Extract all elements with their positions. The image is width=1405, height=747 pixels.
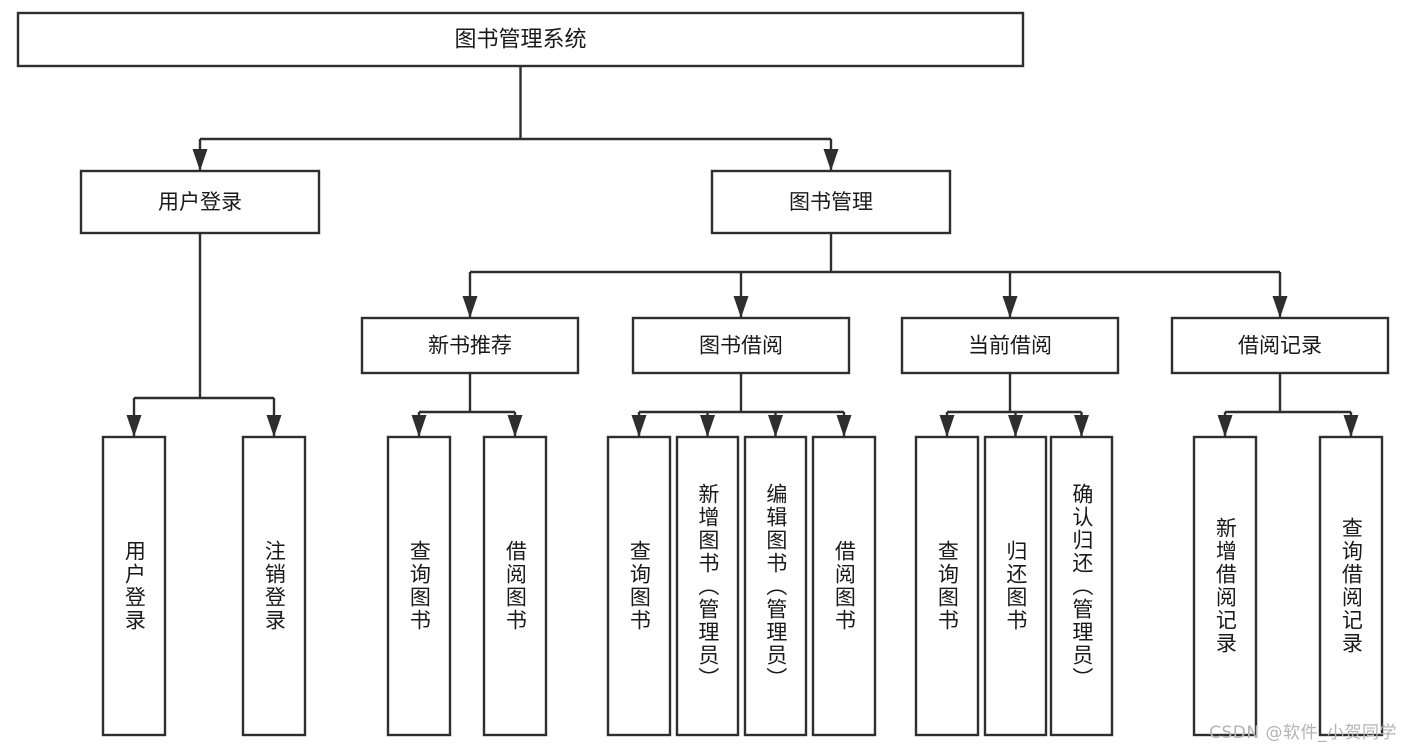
arrow-down-icon-leaf-0-0 xyxy=(411,415,427,437)
arrow-down-icon-l2-1 xyxy=(733,296,749,318)
arrow-down-icon-l2-3 xyxy=(1272,296,1288,318)
node-leaf-box-7[interactable] xyxy=(811,435,877,737)
node-level2-box-3[interactable] xyxy=(1170,316,1390,375)
arrow-down-icon-leaf-1-3 xyxy=(836,415,852,437)
node-leaf-box-6[interactable] xyxy=(743,435,808,737)
node-leaf-box-0[interactable] xyxy=(101,435,167,737)
node-level1-label-0: 用户登录 xyxy=(158,190,242,214)
node-leaf-box-10[interactable] xyxy=(1049,435,1114,737)
node-leaf-box-11[interactable] xyxy=(1192,435,1258,737)
node-root-box[interactable] xyxy=(16,11,1025,68)
node-leaf-box-8[interactable] xyxy=(914,435,980,737)
node-leaf-box-4[interactable] xyxy=(606,435,672,737)
node-level2-box-2[interactable] xyxy=(900,316,1120,375)
node-leaf-box-5[interactable] xyxy=(675,435,740,737)
node-root-label: 图书管理系统 xyxy=(454,28,586,53)
arrow-down-icon-leaf-3-1 xyxy=(1343,415,1359,437)
arrow-down-icon-ul-1 xyxy=(266,415,282,437)
csdn-watermark: CSDN @软件_小贺同学 xyxy=(1209,723,1397,743)
node-level2-label-3: 借阅记录 xyxy=(1238,334,1322,358)
node-level2-label-2: 当前借阅 xyxy=(968,334,1052,358)
node-leaf-box-9[interactable] xyxy=(983,435,1048,737)
node-leaf-box-12[interactable] xyxy=(1318,435,1384,737)
node-level1-label-1: 图书管理 xyxy=(789,190,873,214)
node-leaf-box-1[interactable] xyxy=(241,435,307,737)
node-leaf-box-3[interactable] xyxy=(482,435,548,737)
node-level2-box-1[interactable] xyxy=(631,316,851,375)
connector-layer xyxy=(126,66,1359,437)
arrow-down-icon-leaf-3-0 xyxy=(1217,415,1233,437)
arrow-down-icon-l1-0 xyxy=(192,149,208,171)
arrow-down-icon-leaf-1-0 xyxy=(631,415,647,437)
node-leaf-box-2[interactable] xyxy=(386,435,452,737)
arrow-down-icon-leaf-0-1 xyxy=(507,415,523,437)
arrow-down-icon-leaf-1-1 xyxy=(700,415,715,437)
arrow-down-icon-leaf-2-0 xyxy=(939,415,955,437)
node-level1-box-1[interactable] xyxy=(710,169,952,235)
box-layer xyxy=(16,11,1390,737)
node-level2-label-0: 新书推荐 xyxy=(428,334,512,358)
arrow-down-icon-l1-1 xyxy=(823,149,839,171)
arrow-down-icon-leaf-2-2 xyxy=(1074,415,1089,437)
arrow-down-icon-l2-0 xyxy=(462,296,478,318)
node-level2-box-0[interactable] xyxy=(360,316,580,375)
node-level2-label-1: 图书借阅 xyxy=(699,334,783,358)
arrow-down-icon-ul-0 xyxy=(126,415,142,437)
arrow-down-icon-leaf-1-2 xyxy=(768,415,783,437)
arrow-down-icon-l2-2 xyxy=(1002,296,1018,318)
node-level1-box-0[interactable] xyxy=(79,169,321,235)
arrow-down-icon-leaf-2-1 xyxy=(1008,415,1023,437)
